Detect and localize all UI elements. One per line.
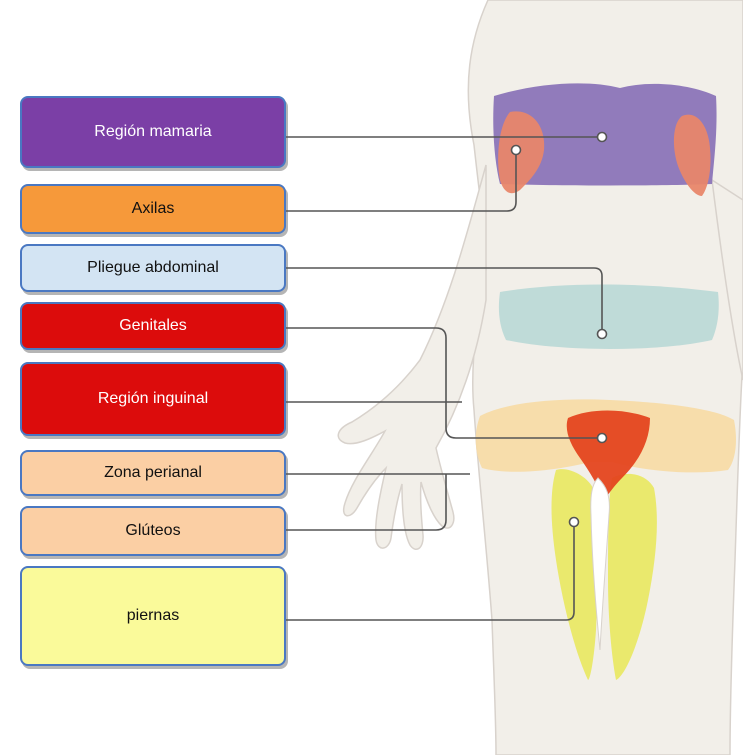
label-gluteal: Glúteos [20, 506, 286, 556]
connector-legs-dot [570, 518, 579, 527]
connector-abdominal-dot [598, 330, 607, 339]
abdominal-region [499, 285, 719, 350]
label-genitals: Genitales [20, 302, 286, 350]
label-breast: Región mamaria [20, 96, 286, 168]
label-inguinal: Región inguinal [20, 362, 286, 436]
connector-axilla-dot [512, 146, 521, 155]
label-abdominal: Pliegue abdominal [20, 244, 286, 292]
connector-breast-dot [598, 133, 607, 142]
label-legs: piernas [20, 566, 286, 666]
arm-silhouette [338, 165, 486, 549]
label-perianal: Zona perianal [20, 450, 286, 496]
label-axilla: Axilas [20, 184, 286, 234]
connector-genitals-dot [598, 434, 607, 443]
